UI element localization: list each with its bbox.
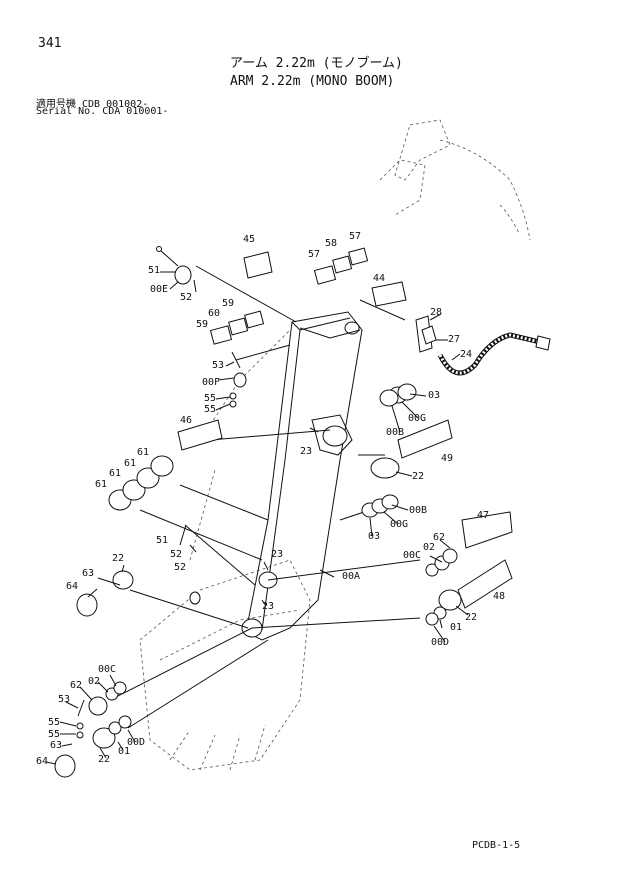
callout-64: 64 [36,756,48,767]
callout-61: 61 [124,458,136,469]
callout-01: 01 [118,746,130,757]
callout-57: 57 [308,249,320,260]
callout-55: 55 [48,717,60,728]
callout-63: 63 [50,740,62,751]
rings-and-bushings [54,247,462,778]
callout-61: 61 [95,479,107,490]
callout-03: 03 [368,531,380,542]
callout-00D: 00D [431,637,449,648]
callout-22: 22 [412,471,424,482]
callout-63: 63 [82,568,94,579]
callout-62: 62 [70,680,82,691]
callout-64: 64 [66,581,78,592]
callout-45: 45 [243,234,255,245]
callout-51: 51 [148,265,160,276]
callout-62: 62 [433,532,445,543]
callout-51: 51 [156,535,168,546]
callout-00A: 00A [342,571,360,582]
callout-52: 52 [180,292,192,303]
callout-00G: 00G [408,413,426,424]
leader-lines [109,265,421,729]
callout-61: 61 [109,468,121,479]
callout-00E: 00E [150,284,168,295]
callout-22: 22 [465,612,477,623]
page-number: 341 [38,36,62,51]
grease-hose [437,332,551,376]
callout-44: 44 [373,273,385,284]
callout-00F: 00F [202,377,220,388]
callout-00B: 00B [386,427,404,438]
callout-52: 52 [170,549,182,560]
callout-46: 46 [180,415,192,426]
callout-leaders [45,271,469,765]
callout-23: 23 [300,446,312,457]
callout-52: 52 [174,562,186,573]
callout-02: 02 [423,542,435,553]
callout-23: 23 [271,549,283,560]
callout-61: 61 [137,447,149,458]
arm-body [241,311,363,641]
applicability-japanese: 適用号機 CDB 001002- [36,99,149,110]
callout-58: 58 [325,238,337,249]
callout-55: 55 [48,729,60,740]
callout-28: 28 [430,307,442,318]
title-english: ARM 2.22m (MONO BOOM) [230,74,395,89]
callout-49: 49 [441,453,453,464]
callout-01: 01 [450,622,462,633]
callout-labels: 45 57 58 57 51 44 00E 52 59 60 59 28 27 … [36,231,505,767]
callout-22: 22 [112,553,124,564]
callout-57: 57 [349,231,361,242]
callout-22: 22 [98,754,110,765]
drawing-code: PCDB-1-5 [472,840,521,851]
callout-53: 53 [58,694,70,705]
callout-60: 60 [208,308,220,319]
pins [177,251,513,609]
callout-55: 55 [204,393,216,404]
callout-47: 47 [477,510,489,521]
title-japanese: アーム 2.22m (モノブーム) [230,56,403,71]
callout-00B: 00B [409,505,427,516]
callout-00D: 00D [127,737,145,748]
callout-59: 59 [222,298,234,309]
callout-00C: 00C [403,550,421,561]
callout-23: 23 [262,601,274,612]
callout-55: 55 [204,404,216,415]
callout-48: 48 [493,591,505,602]
callout-53: 53 [212,360,224,371]
serial-number-range: Serial No. CDA 010001- [36,106,169,117]
callout-03: 03 [428,390,440,401]
callout-27: 27 [448,334,460,345]
callout-59: 59 [196,319,208,330]
callout-24: 24 [460,349,472,360]
callout-00G: 00G [390,519,408,530]
callout-00C: 00C [98,664,116,675]
bolts-and-fittings [76,246,437,739]
callout-02: 02 [88,676,100,687]
